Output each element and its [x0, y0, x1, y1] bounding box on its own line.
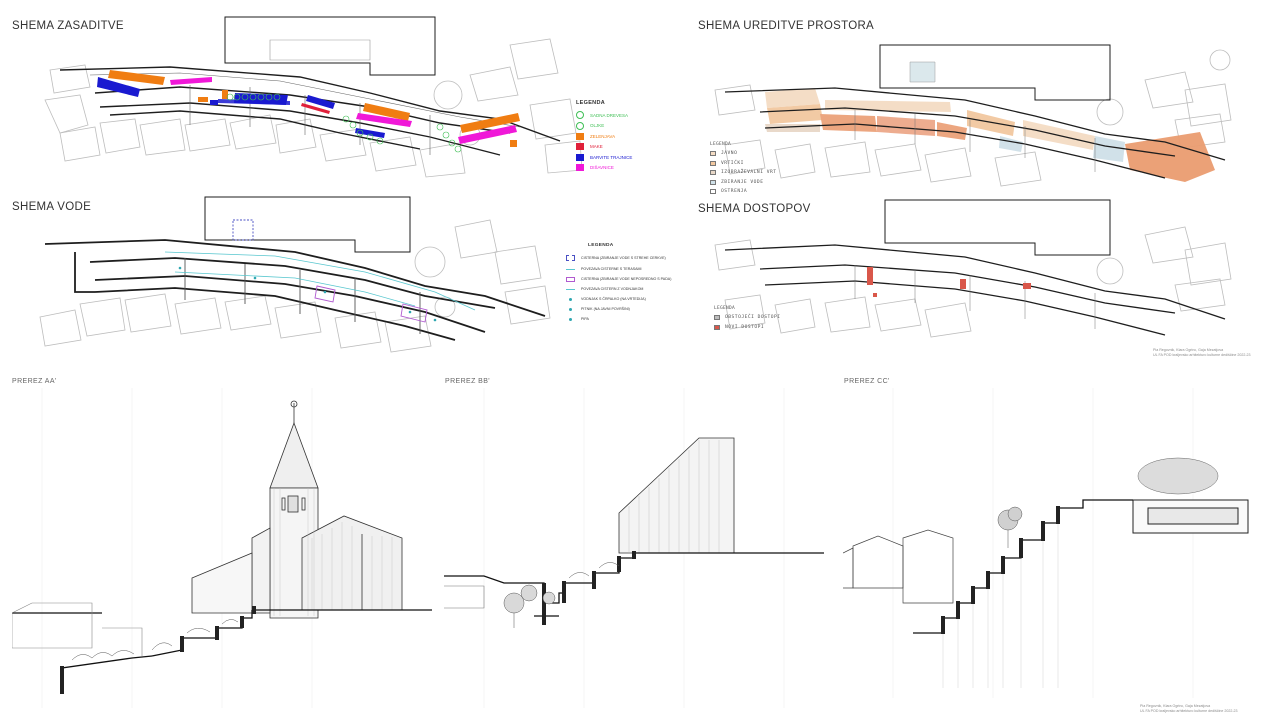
section-cc-drawing [843, 388, 1249, 698]
legend-item: OBSTOJEČI DOSTOPI [714, 313, 814, 323]
section-title-bb: PREREZ BB' [445, 378, 491, 385]
legend-item: OLJKE [576, 121, 686, 132]
swatch-orange [576, 132, 584, 140]
legend-vode: LEGENDA CISTERNA (ZBIRANJE VODE S STREHE… [566, 243, 701, 324]
legend-item: VRTIČKI [710, 159, 810, 169]
map-zasaditve [44, 16, 583, 178]
tap-dot-icon [569, 317, 572, 321]
swatch-magenta [576, 164, 584, 172]
legend-heading: LEGENDA [714, 306, 736, 311]
title-dostopov: SHEMA DOSTOPOV [698, 203, 811, 215]
map-ureditve [714, 44, 1232, 187]
legend-dostopov: LEGENDA OBSTOJEČI DOSTOPI NOVI DOSTOPI [714, 306, 814, 332]
legend-item: ZELENJAVA [576, 131, 686, 142]
legend-item: OSTRENJA [710, 187, 810, 197]
tree-circle-icon [576, 111, 584, 120]
section-aa-drawing [12, 388, 432, 708]
fountain-dot-icon [569, 307, 572, 311]
title-ureditve: SHEMA UREDITVE PROSTORA [698, 20, 875, 32]
section-title-cc: PREREZ CC' [844, 378, 890, 385]
legend-heading: LEGENDA [710, 142, 732, 147]
section-title-aa: PREREZ AA' [12, 378, 57, 385]
legend-item: CISTERNA (ZBIRANJE VODE S STREHE CERKVE) [566, 252, 701, 264]
title-zasaditve: SHEMA ZASADITVE [12, 20, 124, 32]
swatch-blue [576, 153, 584, 161]
legend-item: IZOBRAŽEVALNI VRT [710, 168, 810, 178]
legend-item: CISTERNA (ZBIRANJE VODE NEPOSREDNO S PAD… [566, 274, 701, 284]
map-vode [39, 196, 551, 353]
legend-item: ZBIRANJE VODE [710, 178, 810, 188]
swatch-water [710, 179, 716, 185]
section-bb-drawing [444, 388, 824, 708]
swatch-existing [714, 315, 720, 321]
legend-item: POVEZAVA CISTERNE S TERASAMI [566, 264, 701, 274]
legend-item: NOVI DOSTOPI [714, 323, 814, 333]
swatch-red [576, 143, 584, 151]
swatch-public [710, 151, 716, 157]
legend-heading: LEGENDA [588, 243, 614, 248]
title-vode: SHEMA VODE [12, 201, 92, 213]
well-dot-icon [569, 297, 572, 301]
legend-item: PITNIK (NA JAVNI POVRŠINI) [566, 304, 701, 314]
swatch-other [710, 189, 716, 195]
cistern-dashed-icon [566, 255, 575, 261]
legend-item: DIŠAVNICE [576, 163, 686, 174]
olive-circle-icon [576, 121, 584, 130]
legend-item: PIPA [566, 314, 701, 324]
legend-heading: LEGENDA [576, 100, 605, 106]
water-line-icon [566, 268, 575, 270]
legend-item: VODNJAK S ČRPALKO (NA VRTEDIJA) [566, 294, 701, 304]
credits-bottom: Pia Regovnik, Klara Ogrinc, Gaja Mezatjo… [1140, 704, 1238, 713]
legend-zasaditve: LEGENDA SADNA DREVESA OLJKE ZELENJAVA MA… [576, 100, 686, 173]
credits-top: Pia Regovnik, Klara Ogrinc, Gaja Mezatjo… [1153, 348, 1251, 357]
legend-item: MAKE [576, 142, 686, 153]
swatch-gardens [710, 160, 716, 166]
swatch-new [714, 324, 720, 330]
legend-item: BARVITE TRAJNICE [576, 152, 686, 163]
cistern-purple-icon [566, 276, 575, 282]
legend-item: SADNA DREVESA [576, 110, 686, 121]
legend-item: POVEZAVA CISTERN Z VODNJAKOM [566, 284, 701, 294]
legend-item: JAVNO [710, 149, 810, 159]
map-dostopov [714, 199, 1232, 338]
swatch-education [710, 170, 716, 176]
water-line-icon [566, 288, 575, 290]
legend-ureditve: LEGENDA JAVNO VRTIČKI IZOBRAŽEVALNI VRT … [710, 142, 810, 197]
